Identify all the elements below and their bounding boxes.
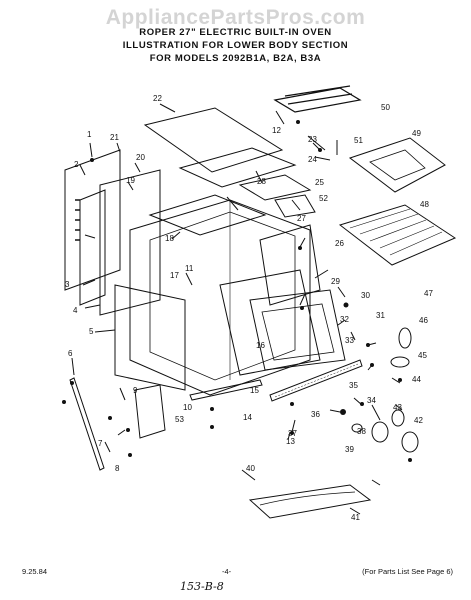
diagram-title-line-3: FOR MODELS 2092B1A, B2A, B3A [149,53,322,64]
callout-33: 33 [345,336,354,345]
callout-19: 19 [126,176,135,185]
callout-51: 51 [354,136,363,145]
callout-39: 39 [345,445,354,454]
callout-11: 11 [185,264,194,273]
callout-3: 3 [65,280,70,289]
callout-8: 8 [115,464,120,473]
callout-26: 26 [335,239,344,248]
part-heat-shield [148,194,267,236]
callout-47: 47 [424,289,433,298]
callout-50: 50 [381,103,390,112]
part-bottom-trim [189,379,263,401]
diagram-title-line-1: ROPER 27" ELECTRIC BUILT-IN OVEN [139,27,332,38]
part-lower-element [248,484,372,519]
part-bake-element [273,85,362,113]
callout-20: 20 [136,153,145,162]
callout-41: 41 [351,513,360,522]
callout-45: 45 [418,351,427,360]
callout-42: 42 [414,416,423,425]
callout-4: 4 [73,306,78,315]
callout-2: 2 [74,160,79,169]
callout-34: 34 [367,396,376,405]
callout-43: 43 [393,403,402,412]
callout-5: 5 [89,327,94,336]
part-bracket [134,384,166,439]
footer-parts-list-note: (For Parts List See Page 6) [362,567,453,576]
part-inner-side-panel [99,169,161,316]
callout-9: 9 [133,386,138,395]
part-rear-panel [79,189,106,306]
callout-17: 17 [170,271,179,280]
part-door-frame [219,269,321,376]
part-socket-ring [371,421,389,443]
part-top-panel [143,107,284,173]
callout-24: 24 [308,155,317,164]
callout-10: 10 [183,403,192,412]
part-broiler-pan [348,137,446,193]
callout-49: 49 [412,129,421,138]
handwritten-note: 153-B-8 [180,580,224,593]
callout-22: 22 [153,94,162,103]
diagram-title-line-2: ILLUSTRATION FOR LOWER BODY SECTION [122,40,349,51]
callout-14: 14 [243,413,252,422]
part-upper-panel [178,147,297,188]
callout-48: 48 [420,200,429,209]
callout-29: 29 [331,277,340,286]
callout-18: 18 [165,234,174,243]
callout-52: 52 [319,194,328,203]
callout-40: 40 [246,464,255,473]
callout-31: 31 [376,311,385,320]
callout-28: 28 [257,177,266,186]
part-oven-rack [338,204,457,266]
callout-15: 15 [250,386,259,395]
part-brace [69,377,105,471]
callout-1: 1 [87,130,92,139]
part-knob [398,327,412,349]
callout-23: 23 [308,135,317,144]
callout-35: 35 [349,381,358,390]
callout-13: 13 [286,437,295,446]
callout-27: 27 [297,214,306,223]
callout-16: 16 [256,341,265,350]
callout-12: 12 [272,126,281,135]
callout-46: 46 [419,316,428,325]
callout-21: 21 [110,133,119,142]
callout-36: 36 [311,410,320,419]
part-side-panel [64,149,121,291]
part-insulation [238,174,312,201]
watermark: AppliancePartsPros.com [105,6,366,29]
part-oven-liner [249,289,346,371]
part-frame [259,224,321,306]
footer-page-number: -4- [222,567,232,576]
callout-25: 25 [315,178,324,187]
callout-53: 53 [175,415,184,424]
callout-7: 7 [98,439,103,448]
callout-6: 6 [68,349,73,358]
callout-44: 44 [412,375,421,384]
callout-30: 30 [361,291,370,300]
part-side-shield [114,284,186,391]
part-strip [269,359,363,402]
callout-38: 38 [357,427,366,436]
callout-37: 37 [288,429,297,438]
footer-date: 9.25.84 [22,567,48,576]
callout-32: 32 [340,315,349,324]
